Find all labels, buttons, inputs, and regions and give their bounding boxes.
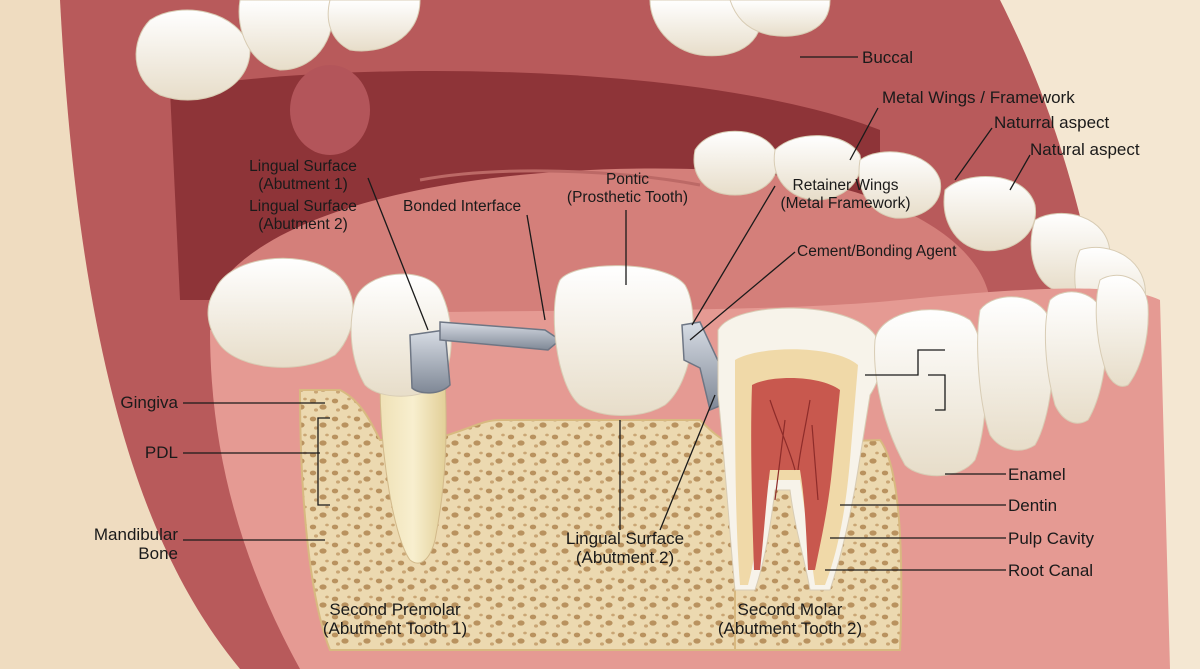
label-gingiva: Gingiva [120,393,178,412]
right-premolar [874,309,987,477]
label-lingual-surface-bottom: Lingual Surface (Abutment 2) [565,529,685,567]
retainer-bar [439,321,562,351]
label-mandibular-bone: Mandibular Bone [93,525,178,563]
label-lingual-surface-1: Lingual Surface (Abutment 1) [249,158,357,193]
leader-lines [183,56,1031,571]
second-molar [717,307,881,591]
label-bonded-interface: Bonded Interface [403,198,522,215]
label-buccal: Buccal [862,48,914,67]
label-lingual-surface-2: Lingual Surface (Abutment 2) [249,198,357,233]
label-natural-aspect: Natural aspect [1030,140,1140,159]
label-second-molar: Second Molar (Abutment Tooth 2) [717,600,863,638]
label-retainer-wings: Retainer Wings (Metal Framework) [780,177,911,212]
label-pdl: PDL [144,443,178,462]
label-second-premolar: Second Premolar (Abutment Tooth 1) [322,600,468,638]
second-premolar [350,273,452,564]
label-enamel: Enamel [1008,465,1066,484]
label-root-canal: Root Canal [1008,561,1094,580]
label-metal-wings: Metal Wings / Framework [882,88,1075,107]
label-naturral-aspect: Naturral aspect [994,113,1110,132]
pontic [553,265,694,416]
label-pulp-cavity: Pulp Cavity [1008,529,1094,548]
upper-teeth [135,0,831,101]
label-pontic: Pontic (Prosthetic Tooth) [566,171,689,206]
label-dentin: Dentin [1008,496,1058,515]
back-molar [207,257,354,368]
uvula [290,65,370,155]
label-cement: Cement/Bonding Agent [797,243,957,260]
